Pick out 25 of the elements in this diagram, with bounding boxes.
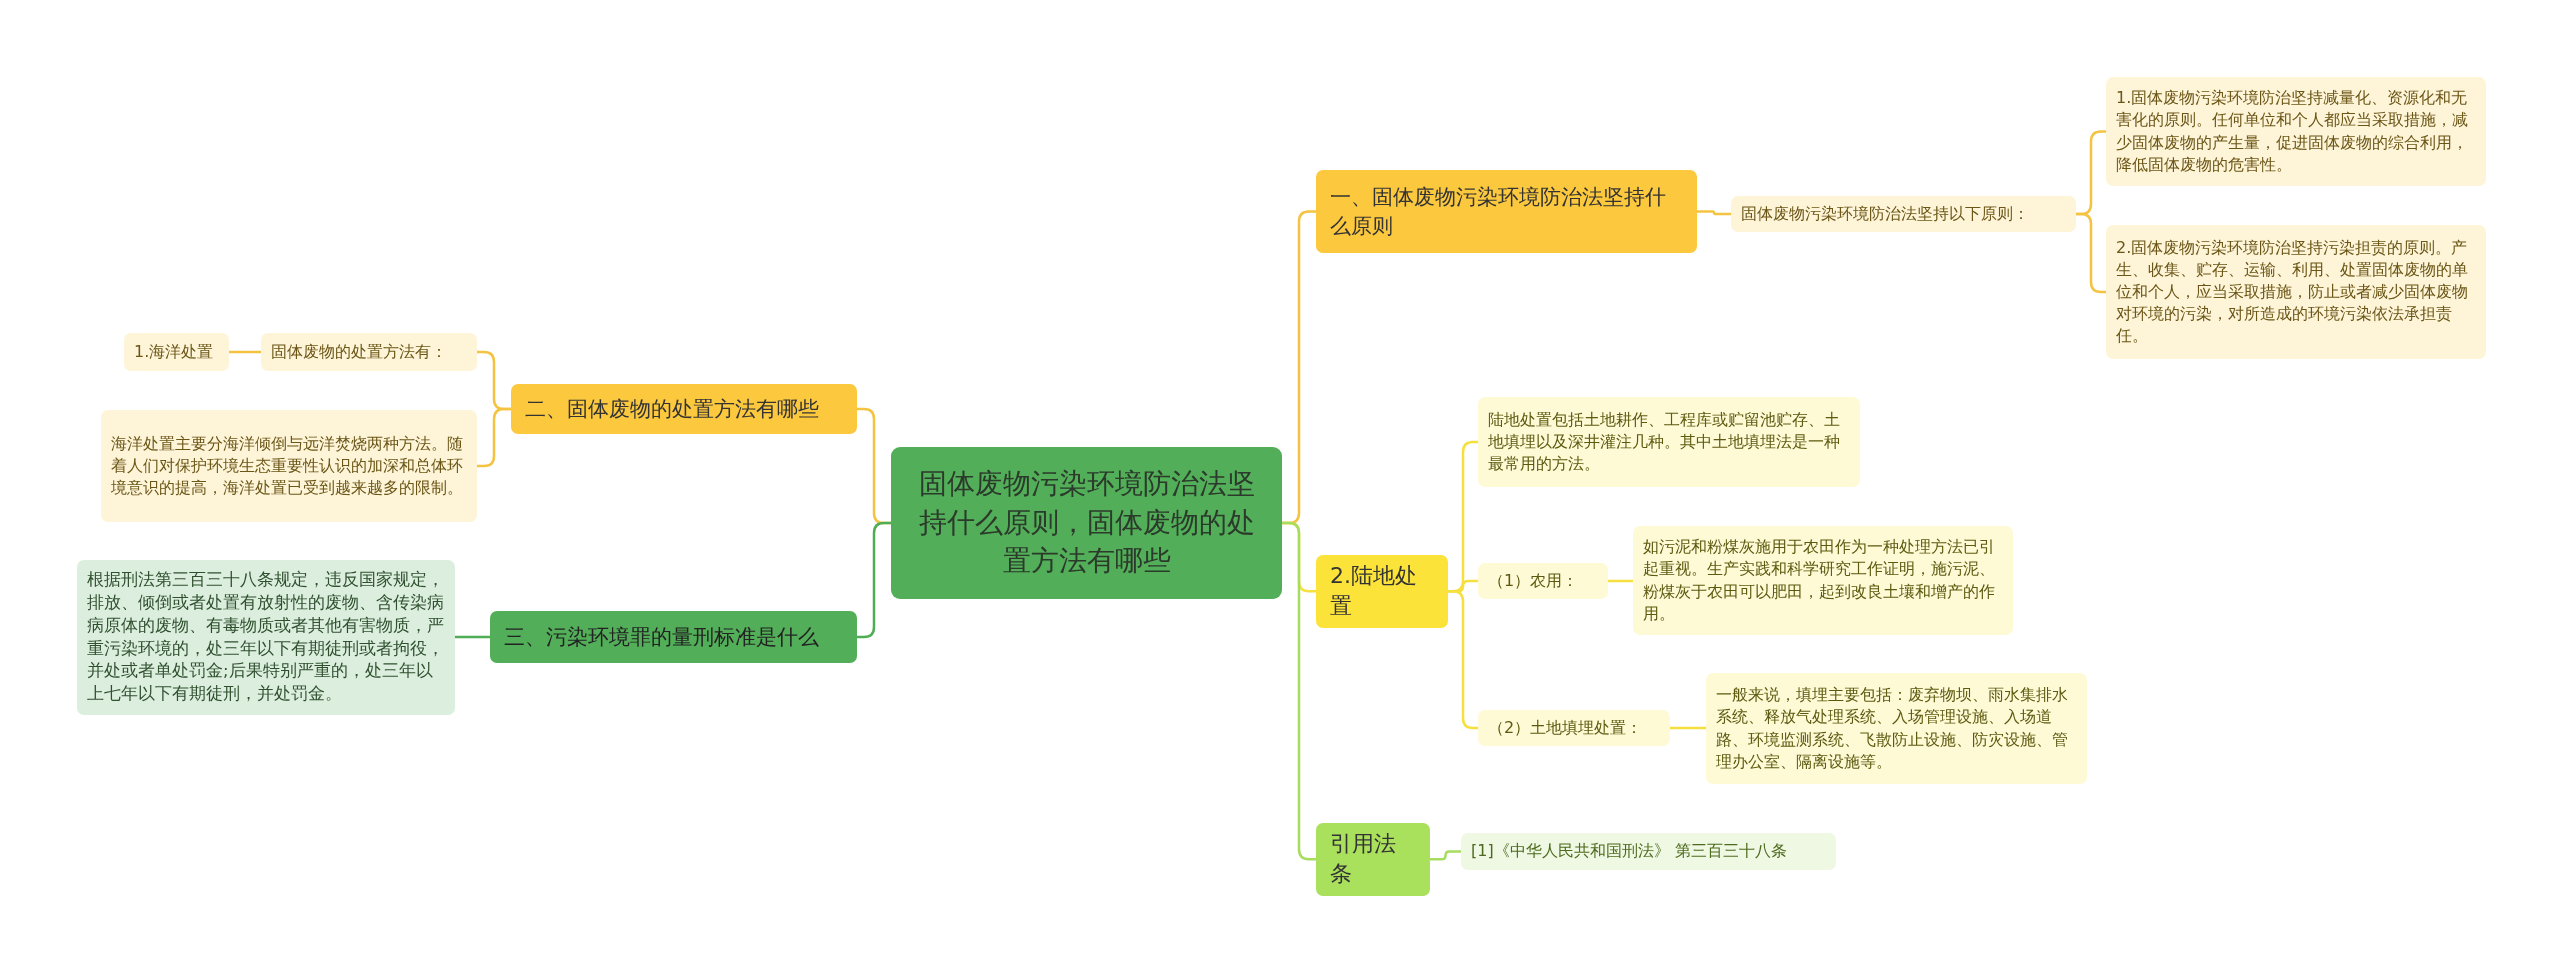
subtopic-box: 1.海洋处置 <box>124 333 229 371</box>
note-box: 一般来说，填埋主要包括：废弃物坝、雨水集排水系统、释放气处理系统、入场管理设施、入场道路、环境监测系统、飞散防止设施、防灾设施、管理办公室、隔离设施等。 <box>1706 673 2087 784</box>
connector-line <box>1697 210 1731 216</box>
note-box: 1.固体废物污染环境防治坚持减量化、资源化和无害化的原则。任何单位和个人都应当采取措施，减少固体废物的产生量，促进固体废物的综合利用，降低固体废物的危害性。 <box>2106 77 2486 186</box>
topic-box: 三、污染环境罪的量刑标准是什么 <box>490 611 857 663</box>
topic-box: 引用法条 <box>1316 823 1430 896</box>
note-box: 陆地处置包括土地耕作、工程库或贮留池贮存、土地填埋以及深井灌注几种。其中土地填埋法是一种最常用的方法。 <box>1478 397 1860 487</box>
subtopic-box: 固体废物的处置方法有： <box>261 333 477 371</box>
connector-line <box>229 350 261 354</box>
topic-box: 一、固体废物污染环境防治法坚持什么原则 <box>1316 170 1697 253</box>
note-box: 海洋处置主要分海洋倾倒与远洋焚烧两种方法。随着人们对保护环境生态重要性认识的加深和总体环境意识的提高，海洋处置已受到越来越多的限制。 <box>101 410 477 522</box>
central-topic-box: 固体废物污染环境防治法坚持什么原则，固体废物的处置方法有哪些 <box>891 447 1282 599</box>
subtopic-box: 固体废物污染环境防治法坚持以下原则： <box>1731 196 2076 232</box>
connector-line <box>455 635 490 639</box>
topic-box: 二、固体废物的处置方法有哪些 <box>511 384 857 434</box>
subtopic-box: （1）农用： <box>1478 563 1608 599</box>
note-box: 2.固体废物污染环境防治坚持污染担责的原则。产生、收集、贮存、运输、利用、处置固体废物的单位和个人，应当采取措施，防止或者减少固体废物对环境的污染，对所造成的环境污染依法承担责任。 <box>2106 225 2486 359</box>
note-box: 根据刑法第三百三十八条规定，违反国家规定，排放、倾倒或者处置有放射性的废物、含传染病病原体的废物、有毒物质或者其他有害物质，严重污染环境的，处三年以下有期徒刑或者拘役，并处或者单处罚金;后果特别严重的，处三年以上七年以下有期徒刑，并处罚金。 <box>77 560 455 715</box>
note-box: 如污泥和粉煤灰施用于农田作为一种处理方法已引起重视。生产实践和科学研究工作证明，施污泥、粉煤灰于农田可以肥田，起到改良土壤和增产的作用。 <box>1633 526 2013 635</box>
connector-line <box>1670 726 1706 730</box>
subtopic-box: （2）土地填埋处置： <box>1478 710 1670 746</box>
connector-line <box>1430 850 1461 861</box>
connector-line <box>1608 579 1633 583</box>
topic-box: 2.陆地处置 <box>1316 555 1448 628</box>
reference-box: [1]《中华人民共和国刑法》 第三百三十八条 <box>1461 833 1836 870</box>
